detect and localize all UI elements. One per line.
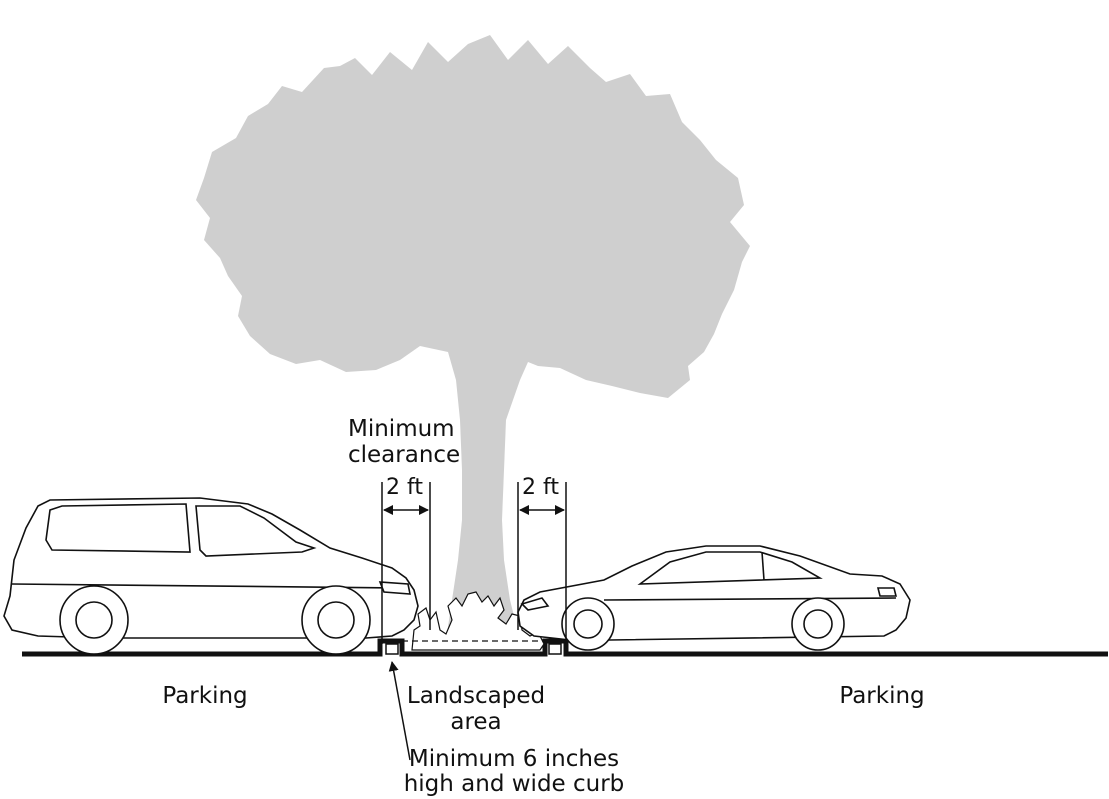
curb-label-line2: high and wide curb [404,771,625,797]
curb-icon-right [548,643,562,655]
tree-icon [196,35,750,640]
parking-left-label: Parking [162,683,247,709]
curb-pointer-arrow [388,661,411,761]
landscaped-area-label-line1: Landscaped [407,683,545,709]
min-clearance-label-line2: clearance [348,442,460,468]
dim-left-label: 2 ft [386,475,423,500]
clearance-dimension-left [381,482,431,644]
dim-right-label: 2 ft [522,475,559,500]
min-clearance-label-line1: Minimum [348,416,455,442]
landscaped-area-label-line2: area [450,709,501,735]
clearance-dimension-right [517,482,567,644]
minivan-icon [3,497,419,655]
curb-label-line1: Minimum 6 inches [409,746,619,772]
sedan-icon [517,545,911,651]
curb-icon [385,643,399,655]
parking-right-label: Parking [839,683,924,709]
ground-line [22,638,1108,657]
